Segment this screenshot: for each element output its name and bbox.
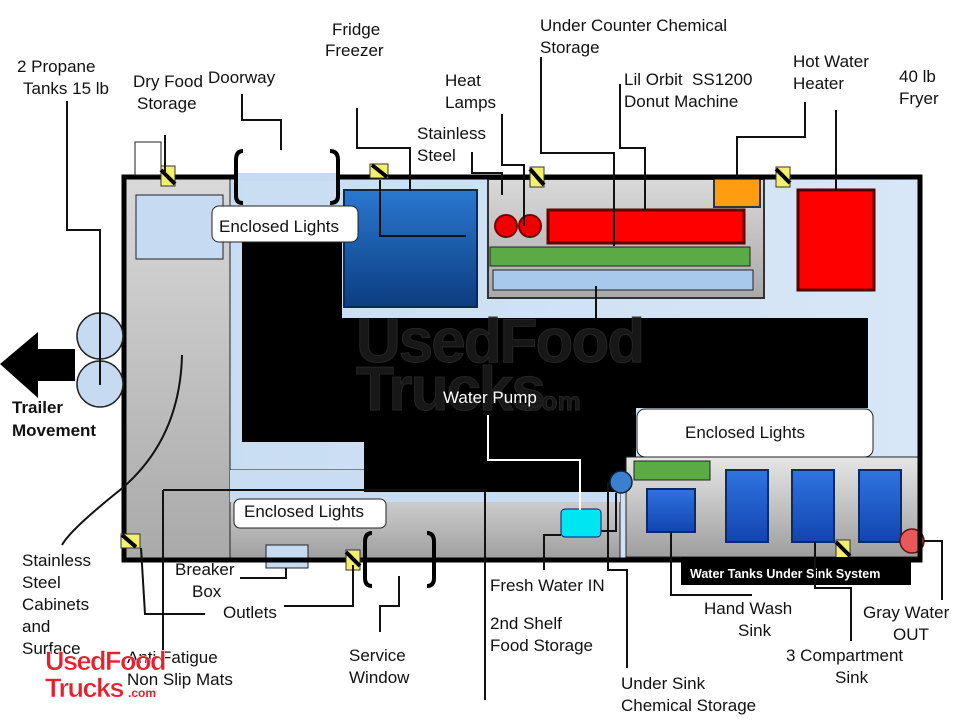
watermark-line2: Trucks — [356, 355, 544, 424]
sink-compartment-2 — [791, 469, 835, 543]
label-breaker-2: Box — [192, 582, 222, 601]
hand-wash-sink — [646, 488, 696, 533]
label-stainless-1: Stainless — [417, 124, 486, 143]
enclosed-lights-bottom: Enclosed Lights — [233, 498, 387, 529]
light-switch-icon — [834, 539, 852, 561]
label-three-comp-1: 3 Compartment — [786, 646, 903, 665]
label-outlets: Outlets — [223, 603, 277, 622]
label-second-shelf-1: 2nd Shelf — [490, 614, 562, 633]
switch-icons — [120, 163, 852, 571]
light-switch-icon — [159, 165, 177, 187]
label-gray-water-2: OUT — [893, 625, 929, 644]
sink-compartment-1 — [725, 469, 769, 543]
label-hand-wash-2: Sink — [738, 621, 772, 640]
trailer-movement-arrow-icon — [0, 332, 75, 398]
logo-line2: Trucks — [45, 673, 124, 703]
label-under-counter-1: Under Counter Chemical — [540, 16, 727, 35]
light-switch-icon — [369, 163, 389, 179]
heat-lamp-1 — [494, 214, 518, 238]
doorway-gap — [236, 173, 336, 181]
label-cabinets-2: Steel — [22, 573, 61, 592]
doorway-bracket-right — [329, 149, 340, 205]
label-mats-1: Anti Fatigue — [127, 648, 218, 667]
leader-lines — [61, 57, 943, 700]
light-switch-icon — [120, 533, 141, 549]
label-stainless-2: Steel — [417, 146, 456, 165]
light-switch-icon — [344, 549, 362, 571]
window-bracket-right — [426, 531, 436, 588]
fridge-freezer — [343, 189, 478, 308]
enclosed-lights-top: Enclosed Lights — [211, 205, 359, 243]
dry-food-storage — [135, 194, 224, 260]
label-trailer-movement-1: Trailer — [12, 398, 63, 417]
enclosed-lights-top-label: Enclosed Lights — [219, 217, 339, 236]
label-donut-1: Lil Orbit SS1200 — [624, 70, 753, 89]
label-service-window-1: Service — [349, 646, 406, 665]
label-fridge-1: Fridge — [332, 20, 380, 39]
doorway-bracket-left — [234, 149, 244, 205]
light-switch-icon — [774, 166, 792, 188]
label-mats-2: Non Slip Mats — [127, 670, 233, 689]
label-under-sink-1: Under Sink — [621, 674, 706, 693]
watermark: UsedFood Trucks .com — [356, 307, 646, 425]
donut-machine — [546, 208, 746, 245]
food-shelf-green — [489, 246, 751, 267]
under-counter-storage — [492, 269, 754, 291]
fryer — [796, 188, 876, 292]
label-water-pump: Water Pump — [443, 388, 537, 407]
window-bracket-left — [363, 531, 373, 588]
label-gray-water-1: Gray Water — [863, 603, 950, 622]
label-propane-2: Tanks 15 lb — [23, 79, 109, 98]
label-cabinets-5: Surface — [22, 639, 81, 658]
light-switch-icon — [528, 166, 546, 188]
enclosed-lights-right-label: Enclosed Lights — [685, 423, 805, 442]
label-under-sink-2: Chemical Storage — [621, 696, 756, 715]
water-pump — [560, 508, 602, 538]
label-dry-food-1: Dry Food — [133, 72, 203, 91]
label-doorway: Doorway — [208, 68, 276, 87]
label-heat-lamps-1: Heat — [445, 71, 481, 90]
heat-lamp-2 — [518, 214, 542, 238]
logo-suffix: .com — [128, 686, 156, 700]
label-hot-water-2: Heater — [793, 74, 844, 93]
sink-compartment-3 — [858, 469, 902, 543]
label-cabinets-4: and — [22, 617, 50, 636]
label-donut-2: Donut Machine — [624, 92, 738, 111]
logo-line1: UsedFood — [45, 646, 165, 676]
label-cabinets-3: Cabinets — [22, 595, 89, 614]
label-under-counter-2: Storage — [540, 38, 600, 57]
sink-shelf-green — [633, 460, 711, 481]
water-tanks-label: Water Tanks Under Sink System — [690, 567, 880, 581]
propane-box — [134, 141, 162, 176]
label-cabinets-1: Stainless — [22, 551, 91, 570]
label-fryer-1: 40 lb — [899, 67, 936, 86]
fresh-water-valve — [609, 470, 633, 494]
label-fridge-2: Freezer — [325, 41, 384, 60]
watermark-line1: UsedFood — [356, 307, 643, 376]
enclosed-lights-right: Enclosed Lights — [636, 408, 874, 458]
label-hot-water-1: Hot Water — [793, 52, 869, 71]
label-heat-lamps-2: Lamps — [445, 93, 496, 112]
breaker-box — [265, 544, 309, 569]
watermark-suffix: .com — [520, 386, 581, 416]
label-dry-food-2: Storage — [137, 94, 197, 113]
label-trailer-movement-2: Movement — [12, 421, 96, 440]
trailer-body: UsedFood Trucks .com — [76, 141, 925, 588]
trailer-outline — [121, 174, 923, 563]
hot-water-heater — [713, 176, 761, 208]
label-three-comp-2: Sink — [835, 668, 869, 687]
label-propane-1: 2 Propane — [17, 57, 95, 76]
labels: 2 Propane Tanks 15 lb Dry Food Storage D… — [12, 16, 950, 715]
label-service-window-2: Window — [349, 668, 410, 687]
label-fresh-water: Fresh Water IN — [490, 576, 605, 595]
anti-fatigue-mat — [242, 240, 868, 492]
enclosed-lights-bottom-label: Enclosed Lights — [244, 502, 364, 521]
usedfoodtrucks-logo: UsedFood Trucks .com — [45, 646, 167, 704]
label-fryer-2: Fryer — [899, 89, 939, 108]
label-hand-wash-1: Hand Wash — [704, 599, 792, 618]
label-second-shelf-2: Food Storage — [490, 636, 593, 655]
water-tanks-banner: Water Tanks Under Sink System — [681, 557, 911, 585]
label-breaker-1: Breaker — [175, 560, 235, 579]
